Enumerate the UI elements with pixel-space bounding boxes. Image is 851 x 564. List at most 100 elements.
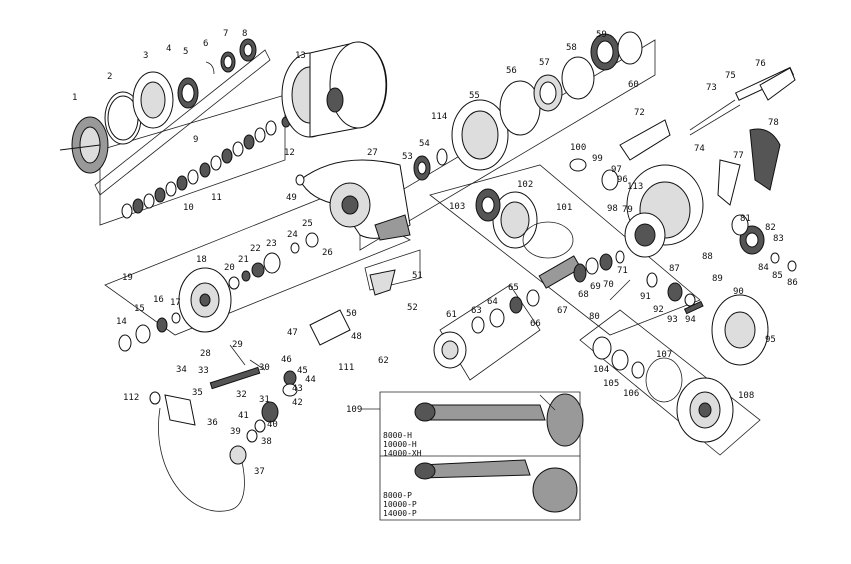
part-label: 62: [378, 356, 389, 366]
part-label: 78: [768, 118, 779, 128]
part-label: 77: [733, 151, 744, 161]
part-label: 92: [653, 305, 664, 315]
part-label: 104: [593, 365, 609, 375]
part-label: 30: [259, 363, 270, 373]
part-label: 85: [772, 271, 783, 281]
part-label: 67: [557, 306, 568, 316]
part-label: 113: [627, 182, 643, 192]
part-label: 7: [223, 29, 228, 39]
part-label: 88: [702, 252, 713, 262]
part-label: 57: [539, 58, 550, 68]
part-label: 28: [200, 349, 211, 359]
part-label: 66: [530, 319, 541, 329]
part-label: 91: [640, 292, 651, 302]
part-label: 61: [446, 310, 457, 320]
part-label: 45: [297, 366, 308, 376]
part-label: 99: [592, 154, 603, 164]
part-label: 35: [192, 388, 203, 398]
part-label: 97: [611, 165, 622, 175]
part-label: 9: [193, 135, 198, 145]
part-label: 12: [284, 148, 295, 158]
part-label: 24: [287, 230, 298, 240]
part-label: 83: [773, 234, 784, 244]
part-label: 75: [725, 71, 736, 81]
part-label: 87: [669, 264, 680, 274]
part-label: 51: [412, 271, 423, 281]
handle-variant-label: 10000-P: [383, 500, 417, 509]
part-label: 96: [617, 175, 628, 185]
part-label: 5: [183, 47, 188, 57]
part-label: 23: [266, 239, 277, 249]
part-label: 63: [471, 306, 482, 316]
part-label: 3: [143, 51, 148, 61]
part-labels: 1 2 3 4 5 6 7 8 9 10 11 12 13 14 15 16 1…: [72, 29, 798, 477]
part-label: 43: [292, 384, 303, 394]
part-label: 16: [153, 295, 164, 305]
part-label: 105: [603, 379, 619, 389]
part-label: 1: [72, 93, 77, 103]
part-label: 64: [487, 297, 498, 307]
main-gear-assembly: [592, 272, 769, 443]
part-label: 53: [402, 152, 413, 162]
part-label: 6: [203, 39, 208, 49]
part-label: 38: [261, 437, 272, 447]
part-label: 41: [238, 411, 249, 421]
handle-variant-label: 8000-H: [383, 431, 412, 440]
part-label: 60: [628, 80, 639, 90]
part-label: 73: [706, 83, 717, 93]
part-label: 94: [685, 315, 696, 325]
part-label: 114: [431, 112, 447, 122]
part-label: 42: [292, 398, 303, 408]
part-label: 65: [508, 283, 519, 293]
bail-assembly: [118, 174, 396, 512]
part-label: 54: [419, 139, 430, 149]
handle-assembly: [414, 393, 584, 513]
part-label: 40: [267, 420, 278, 430]
part-label: 50: [346, 309, 357, 319]
part-label: 93: [667, 315, 678, 325]
part-label: 47: [287, 328, 298, 338]
part-label: 86: [787, 278, 798, 288]
pinion-assembly: [433, 250, 631, 369]
part-label: 68: [578, 290, 589, 300]
part-label: 34: [176, 365, 187, 375]
part-label: 76: [755, 59, 766, 69]
part-label: 14: [116, 317, 127, 327]
body-frame-assembly: [569, 66, 797, 272]
part-label: 111: [338, 363, 354, 373]
handle-variant-label: 14000-XH: [383, 449, 422, 458]
part-label: 81: [740, 214, 751, 224]
part-label: 17: [170, 298, 181, 308]
part-label: 20: [224, 263, 235, 273]
part-label: 22: [250, 244, 261, 254]
part-label: 13: [295, 51, 306, 61]
part-label: 89: [712, 274, 723, 284]
part-label: 106: [623, 389, 639, 399]
part-label: 112: [123, 393, 139, 403]
part-label: 2: [107, 72, 112, 82]
part-label: 31: [259, 395, 270, 405]
part-label: 27: [367, 148, 378, 158]
part-label: 101: [556, 203, 572, 213]
part-label: 98: [607, 204, 618, 214]
spool-drag-assembly: [59, 38, 388, 219]
part-label: 8: [242, 29, 247, 39]
part-label: 70: [603, 280, 614, 290]
part-label: 69: [590, 282, 601, 292]
part-label: 18: [196, 255, 207, 265]
part-label: 32: [236, 390, 247, 400]
part-label: 39: [230, 427, 241, 437]
part-label: 48: [351, 332, 362, 342]
part-label: 74: [694, 144, 705, 154]
part-label: 56: [506, 66, 517, 76]
part-label: 95: [765, 335, 776, 345]
part-label: 29: [232, 340, 243, 350]
part-label: 44: [305, 375, 316, 385]
part-label: 19: [122, 273, 133, 283]
part-label: 80: [589, 312, 600, 322]
part-label: 21: [238, 255, 249, 265]
part-label: 100: [570, 143, 586, 153]
part-label: 84: [758, 263, 769, 273]
part-label: 11: [211, 193, 222, 203]
